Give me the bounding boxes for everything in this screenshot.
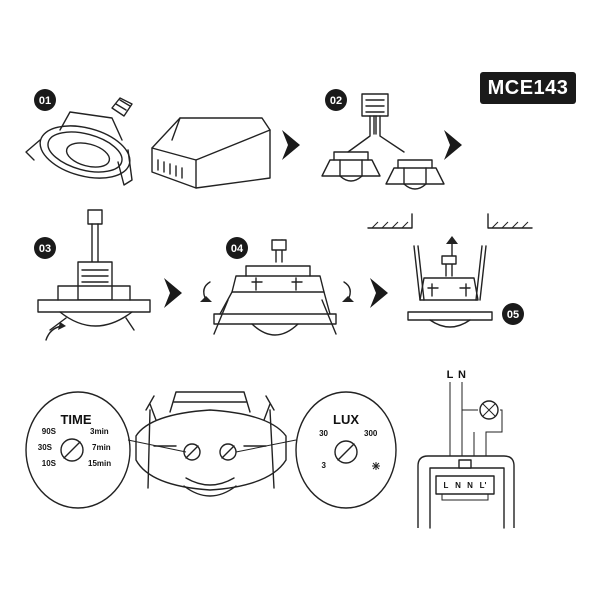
step-05-number: 05	[507, 309, 519, 321]
time-tick-0: 90S	[42, 427, 57, 436]
step-01-number: 01	[39, 95, 51, 107]
time-tick-2: 30S	[38, 443, 53, 452]
sensor-closeup	[135, 391, 287, 497]
model-label: MCE143	[480, 72, 576, 104]
step-02-badge	[325, 89, 347, 111]
step-03-badge	[34, 237, 56, 259]
time-dial: TIME 90S 3min 30S 7min 10S 15min	[25, 391, 187, 509]
lux-tick-0: 30	[319, 429, 328, 438]
step-01-badge	[34, 89, 56, 111]
downlight-illustration	[25, 97, 133, 186]
lux-dial: LUX 30 300 3	[235, 391, 397, 509]
lux-tick-2: 3	[322, 461, 327, 470]
time-tick-3: 7min	[92, 443, 111, 452]
connector-top	[87, 209, 103, 225]
arrow-right-3	[164, 278, 182, 308]
terminal-2: N	[467, 481, 473, 490]
arrow-right-2	[444, 130, 462, 160]
wiring-diagram: L N L N N L'	[417, 369, 515, 529]
sensor-right	[385, 159, 445, 190]
sensor-left	[321, 151, 381, 182]
sun-icon	[372, 462, 380, 470]
step-03-number: 03	[39, 243, 51, 255]
step-04-number: 04	[231, 243, 244, 255]
step-01-group: 01	[25, 89, 300, 189]
wire-label-l: L	[447, 369, 454, 381]
driver-box-illustration	[151, 117, 271, 189]
terminal-3: L'	[480, 481, 487, 490]
step-03-group: 03	[34, 209, 151, 341]
terminal-1: N	[455, 481, 461, 490]
time-dial-title: TIME	[60, 412, 91, 427]
step-02-group: 02	[321, 89, 462, 190]
terminal-block	[435, 475, 495, 495]
step-05-group: 05	[367, 213, 533, 328]
lux-tick-1: 300	[364, 429, 378, 438]
time-tick-1: 3min	[90, 427, 109, 436]
terminal-0: L	[444, 481, 449, 490]
time-tick-4: 10S	[42, 459, 57, 468]
step-04-badge	[226, 237, 248, 259]
arrow-right-4	[370, 278, 388, 308]
wire-label-n: N	[458, 369, 466, 381]
arrow-right-1	[282, 130, 300, 160]
step-04-group: 04	[200, 237, 354, 336]
step-05-badge	[502, 303, 524, 325]
time-tick-5: 15min	[88, 459, 111, 468]
lux-dial-title: LUX	[333, 412, 359, 427]
step-02-number: 02	[330, 95, 342, 107]
